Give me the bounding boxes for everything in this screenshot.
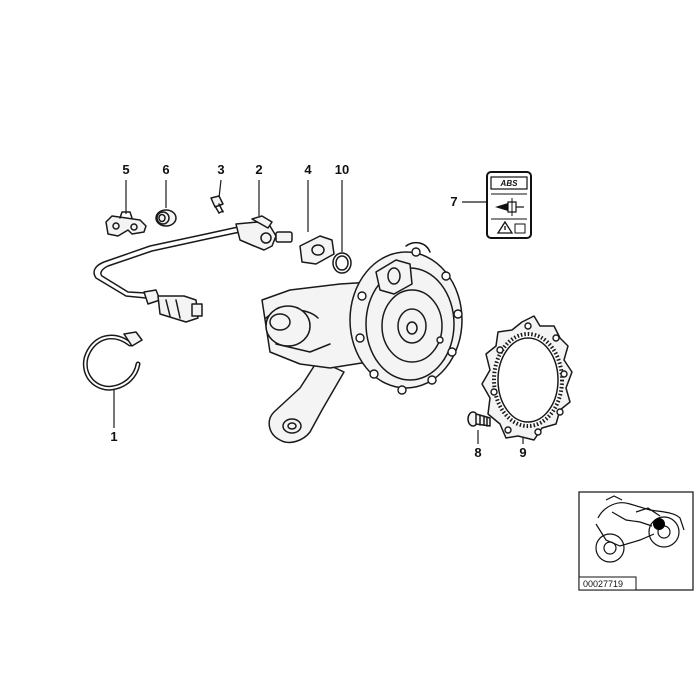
callout-8[interactable]: 8 <box>474 445 481 460</box>
part-6-grommet[interactable] <box>155 209 177 227</box>
part-7-abs-label[interactable]: ABS <box>486 171 532 239</box>
callout-10[interactable]: 10 <box>335 162 349 177</box>
callout-2[interactable]: 2 <box>255 162 262 177</box>
thumbnail-diagram-code: 00027719 <box>583 579 623 589</box>
part-4-gasket-plate[interactable] <box>299 235 335 265</box>
callout-3[interactable]: 3 <box>217 162 224 177</box>
callout-5[interactable]: 5 <box>122 162 129 177</box>
final-drive-housing[interactable] <box>261 241 463 444</box>
part-8-bolt[interactable] <box>467 411 491 427</box>
callout-6[interactable]: 6 <box>162 162 169 177</box>
part-1-clamp-ring[interactable] <box>82 331 143 391</box>
part-3-screw[interactable] <box>210 195 224 214</box>
locator-thumbnail[interactable]: 00027719 <box>578 491 694 591</box>
callout-4[interactable]: 4 <box>304 162 312 177</box>
part-10-o-ring[interactable] <box>332 252 352 274</box>
callout-7[interactable]: 7 <box>450 194 457 209</box>
warning-triangle-icon <box>496 220 514 234</box>
motorcycle-icon <box>595 495 685 563</box>
leader-lines <box>113 179 524 444</box>
abs-label-text: ABS <box>500 179 519 188</box>
part-5-bracket-clip[interactable] <box>105 211 147 237</box>
part-2-abs-sensor[interactable] <box>93 215 293 323</box>
part-9-abs-ring[interactable] <box>481 315 573 441</box>
callout-1[interactable]: 1 <box>110 429 117 444</box>
callout-9[interactable]: 9 <box>519 445 526 460</box>
location-marker <box>653 518 665 530</box>
